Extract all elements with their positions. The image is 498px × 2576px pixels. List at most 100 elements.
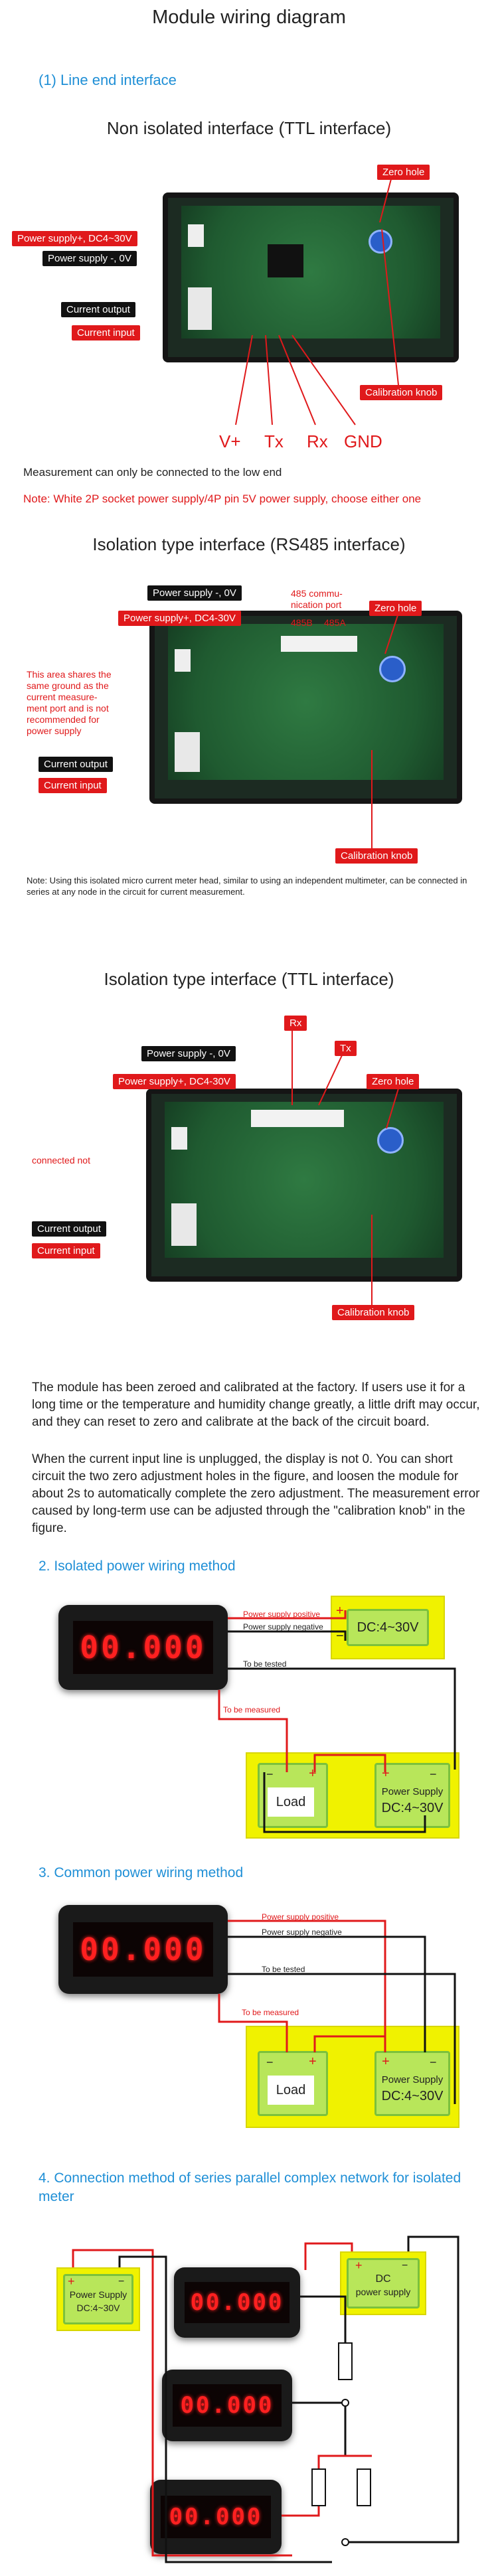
plus-icon: + <box>382 1766 390 1781</box>
meter-display-3: 00.000 <box>150 2480 282 2554</box>
label-tx: Tx <box>335 1041 357 1056</box>
label-current-output: Current output <box>61 302 135 317</box>
power-supply-right-inner: + − DC power supply <box>347 2258 420 2309</box>
display-value: 00.000 <box>185 2282 290 2323</box>
pcb <box>165 1102 444 1258</box>
load-label: Load <box>268 2076 314 2105</box>
power-supply-label: Power Supply <box>381 2074 444 2085</box>
label-current-input: Current input <box>32 1243 100 1258</box>
power-supply-left-label: Power Supply <box>69 2289 127 2300</box>
label-to-be-measured: To be measured <box>223 1705 281 1714</box>
plus-icon: + <box>309 1766 317 1781</box>
connector-2p <box>175 649 191 672</box>
diagram-3-lines <box>291 1030 399 1305</box>
plus-icon: + <box>382 2054 390 2069</box>
label-to-be-tested: To be tested <box>243 1659 287 1669</box>
paragraph-calibration: The module has been zeroed and calibrate… <box>32 1381 480 1429</box>
minus-icon: − <box>430 1768 437 1781</box>
minus-icon: − <box>118 2276 125 2287</box>
power-supply-right: + − DC power supply <box>340 2251 426 2315</box>
section-3-wires <box>218 1920 456 2104</box>
label-psu-positive: Power supply positive <box>262 1912 339 1922</box>
minus-icon: − <box>430 2056 437 2069</box>
minus-icon: − <box>336 1629 344 1643</box>
label-psu-positive: Power supply positive <box>243 1610 321 1619</box>
minus-icon: − <box>266 1768 274 1781</box>
power-supply-left-dc: DC:4~30V <box>76 2303 120 2313</box>
label-calibration-knob: Calibration knob <box>335 848 418 864</box>
section-2-wires <box>218 1610 456 1833</box>
note-isolated: Note: Using this isolated micro current … <box>27 875 467 897</box>
diagram-1-lines <box>235 176 399 425</box>
label-psu-pos: Power supply+, DC4-30V <box>113 1074 236 1089</box>
note-low-end: Measurement can only be connected to the… <box>23 466 282 479</box>
calibration-knob <box>377 1127 404 1154</box>
load-box: − + Load <box>258 2051 328 2116</box>
label-psu-neg: Power supply -, 0V <box>147 585 242 601</box>
calibration-knob <box>379 656 406 682</box>
page-title: Module wiring diagram <box>152 7 346 28</box>
connector-current <box>188 287 212 330</box>
chip <box>268 244 303 277</box>
label-comm-port: 485 commu- nication port <box>291 588 343 610</box>
meter-display: 00.000 <box>58 1605 228 1690</box>
label-calibration-knob: Calibration knob <box>332 1305 415 1320</box>
label-psu-neg: Power supply -, 0V <box>42 251 137 266</box>
module-board-1 <box>163 192 459 362</box>
display-value: 00.000 <box>161 2496 271 2538</box>
module-board-2 <box>149 611 462 804</box>
dc-source-label: DC:4~30V <box>347 1609 429 1646</box>
power-supply-dc: DC:4~30V <box>381 2089 444 2103</box>
label-psu-pos: Power supply+, DC4~30V <box>12 231 137 246</box>
label-to-be-measured: To be measured <box>242 2008 299 2017</box>
connector-2p <box>188 224 204 247</box>
label-psu-neg: Power supply -, 0V <box>141 1046 236 1061</box>
load-box: − + Load <box>258 1763 328 1828</box>
label-current-input: Current input <box>39 778 107 793</box>
connector-current <box>171 1203 197 1246</box>
label-current-output: Current output <box>32 1221 106 1237</box>
dc-source: DC:4~30V + − <box>331 1596 445 1659</box>
meter-display-1: 00.000 <box>174 2267 300 2338</box>
plus-icon: + <box>68 2275 75 2288</box>
power-supply-left: + − Power Supply DC:4~30V <box>56 2267 140 2331</box>
power-supply-box: + − Power Supply DC:4~30V <box>374 2051 450 2116</box>
label-current-input: Current input <box>72 325 140 341</box>
circuit-box: − + Load + − Power Supply DC:4~30V <box>246 2026 459 2128</box>
label-485a: 485A <box>324 617 346 628</box>
connector-2p <box>171 1127 187 1150</box>
label-psu-pos: Power supply+, DC4-30V <box>118 611 241 626</box>
plus-icon: + <box>309 2054 317 2069</box>
power-supply-right-dc: DC <box>375 2273 391 2285</box>
paragraph-zeroing: When the current input line is unplugged… <box>32 1452 480 1535</box>
label-psu-negative: Power supply negative <box>262 1928 342 1937</box>
display-value: 00.000 <box>173 2384 282 2427</box>
diagram-3-title: Isolation type interface (TTL interface) <box>104 969 394 989</box>
pin-gnd: GND <box>344 431 382 451</box>
label-current-output: Current output <box>39 757 113 772</box>
pin-tx: Tx <box>264 431 284 451</box>
display-value: 00.000 <box>73 1922 213 1977</box>
calibration-knob <box>369 230 392 254</box>
section-4-heading: 4. Connection method of series parallel … <box>39 2170 461 2204</box>
minus-icon: − <box>402 2260 408 2271</box>
label-zero-hole: Zero hole <box>367 1074 420 1089</box>
section-2-heading: 2. Isolated power wiring method <box>39 1558 236 1574</box>
label-zero-hole: Zero hole <box>377 165 430 180</box>
label-not-connected: connected not <box>32 1155 90 1166</box>
power-supply-label: Power Supply <box>381 1786 444 1797</box>
meter-display: 00.000 <box>58 1905 228 1994</box>
diagram-2-title: Isolation type interface (RS485 interfac… <box>92 534 406 554</box>
section-3-heading: 3. Common power wiring method <box>39 1865 244 1880</box>
label-485b: 485B <box>291 617 313 628</box>
note-power-choice: Note: White 2P socket power supply/4P pi… <box>23 492 422 505</box>
power-supply-left-inner: + − Power Supply DC:4~30V <box>63 2274 133 2324</box>
power-supply-right-label: power supply <box>355 2287 411 2297</box>
label-calibration-knob: Calibration knob <box>360 385 443 400</box>
connector-4p <box>251 1110 344 1127</box>
module-board-3 <box>146 1089 462 1282</box>
load-label: Load <box>268 1787 314 1817</box>
connector-current <box>175 732 200 772</box>
diagram-2-lines <box>371 613 399 848</box>
